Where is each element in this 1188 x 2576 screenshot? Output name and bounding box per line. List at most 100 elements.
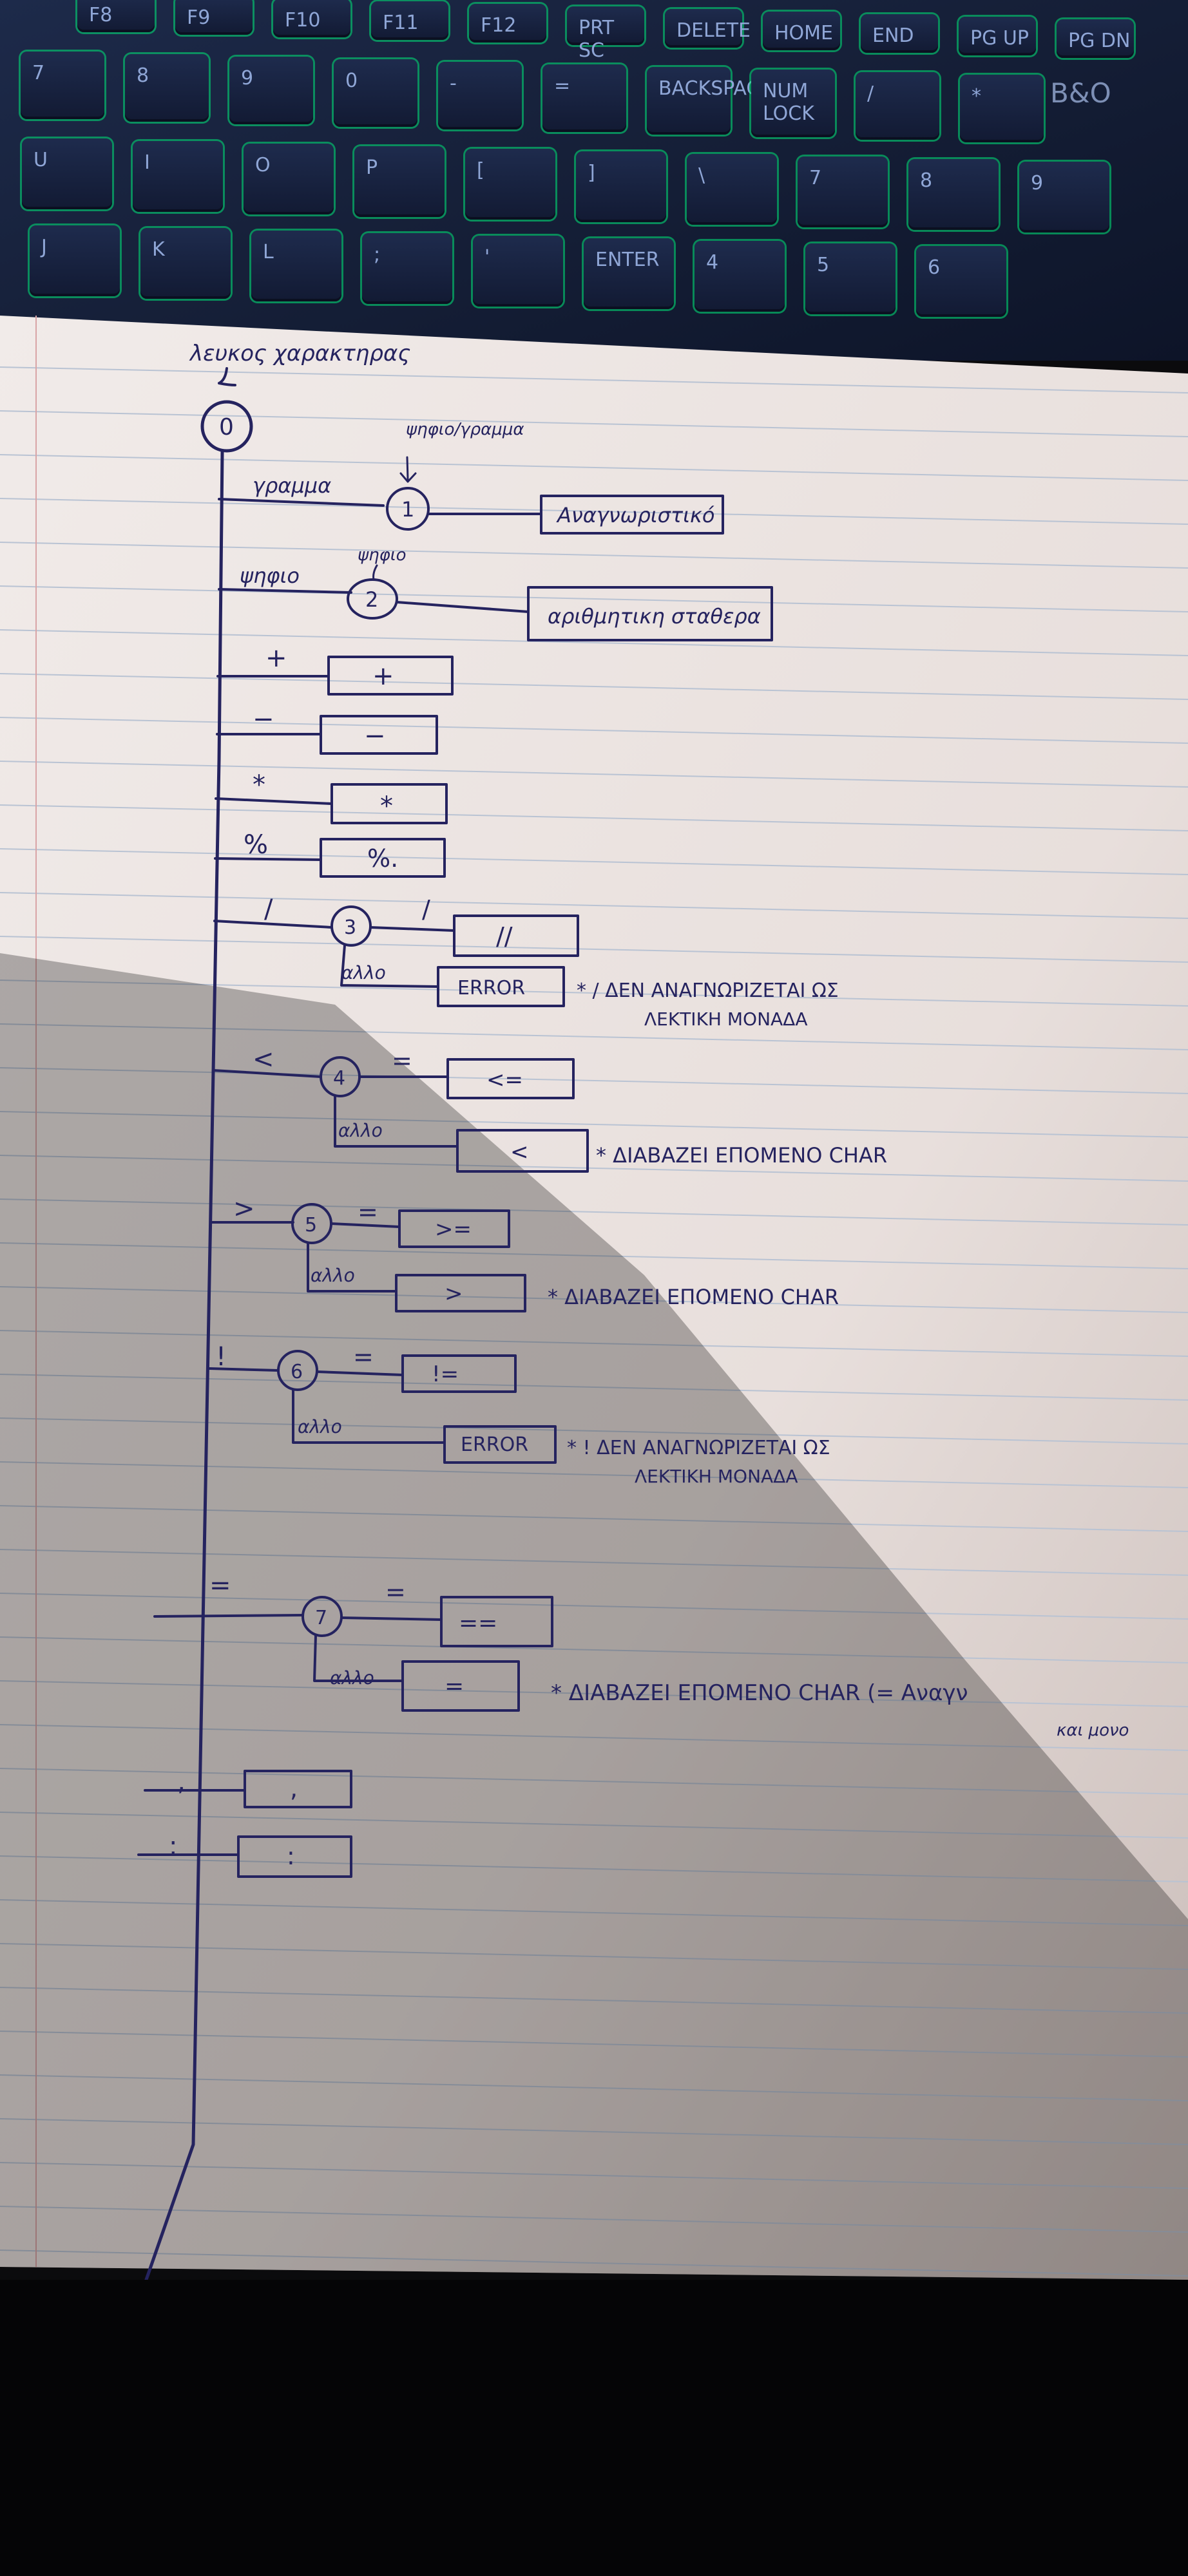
keyboard-key-label: J xyxy=(41,236,47,258)
keyboard-key: / xyxy=(856,72,939,140)
input-bang: ! xyxy=(216,1342,226,1372)
keyboard-key: HOME xyxy=(763,12,840,50)
ruled-line xyxy=(0,1374,1188,1401)
keyboard-key: ENTER xyxy=(584,238,674,309)
keyboard-key-label: HOME xyxy=(774,22,834,44)
state-6-next: = xyxy=(353,1343,374,1371)
result-le-box xyxy=(446,1058,575,1099)
keyboard-key-label: 0 xyxy=(345,70,358,92)
ruled-line xyxy=(0,1155,1188,1182)
edge-0-1 xyxy=(218,498,385,507)
result-star-box xyxy=(331,783,448,824)
edge-4-else xyxy=(334,1095,459,1148)
ruled-line xyxy=(0,1549,1188,1576)
start-label: λευκος χαρακτηρας xyxy=(189,341,410,366)
edge-5-result xyxy=(330,1222,401,1228)
keyboard-key: PG DN xyxy=(1057,19,1134,58)
keyboard-key-label: F10 xyxy=(285,9,321,32)
ruled-line xyxy=(0,366,1188,393)
note-slash-2: ΛΕΚΤΙΚΗ ΜΟΝΑΔΑ xyxy=(644,1009,808,1030)
edge-0-6 xyxy=(208,1367,280,1372)
result-less: < xyxy=(510,1139,529,1165)
ruled-line xyxy=(0,1111,1188,1138)
result-minus-box xyxy=(320,715,438,755)
result-percent-box xyxy=(320,838,446,878)
note-less: * ΔΙΑΒΑΖΕΙ ΕΠΟΜΕΝΟ CHAR xyxy=(596,1143,887,1168)
ruled-line xyxy=(0,1593,1188,1620)
keyboard-key-label: F9 xyxy=(187,6,211,29)
state-6 xyxy=(277,1350,318,1391)
keyboard-key: ] xyxy=(576,151,666,222)
keyboard-key-label: ' xyxy=(484,246,490,269)
input-digit-label: ψηφιο xyxy=(240,564,300,588)
edge-6-result xyxy=(316,1370,404,1376)
edge-star xyxy=(215,797,333,805)
input-letter-label: γραμμα xyxy=(253,473,331,498)
input-slash: / xyxy=(264,895,273,924)
ruled-line xyxy=(0,1242,1188,1269)
ruled-line xyxy=(0,761,1188,788)
result-greater-box xyxy=(395,1274,526,1312)
result-plus: + xyxy=(372,661,394,691)
state-4-else-label: αλλο xyxy=(338,1120,383,1141)
result-ne-box xyxy=(401,1354,517,1393)
keyboard-key: L xyxy=(251,231,341,301)
result-number: αριθμητικη σταθερα xyxy=(548,604,761,629)
keyboard-key: F12 xyxy=(469,4,546,43)
result-star: * xyxy=(380,791,393,821)
state-2-loop-label: ψηφιο xyxy=(358,545,407,565)
ruled-line xyxy=(0,673,1188,700)
result-percent: %. xyxy=(367,844,398,873)
keyboard-key: * xyxy=(960,75,1044,142)
keyboard-key: - xyxy=(438,62,522,129)
keyboard-key: K xyxy=(140,228,231,299)
ruled-line xyxy=(0,2031,1188,2058)
edge-0-2 xyxy=(218,588,352,594)
state-1 xyxy=(386,487,430,531)
state-1-loop-label: ψηφιο/γραμμα xyxy=(406,420,524,439)
state-2 xyxy=(347,578,398,620)
edge-percent xyxy=(214,857,322,861)
keyboard-key-label: L xyxy=(263,241,274,263)
main-trunk xyxy=(114,450,224,2369)
keyboard-key-label: F12 xyxy=(481,14,517,37)
state-6-label: 6 xyxy=(291,1361,303,1383)
input-colon: : xyxy=(169,1832,177,1861)
keyboard-key-label: 4 xyxy=(706,251,719,274)
ruled-line xyxy=(0,585,1188,612)
ruled-line xyxy=(0,1505,1188,1532)
edge-2-result xyxy=(396,601,530,613)
input-comma: , xyxy=(177,1767,186,1797)
keyboard-key: PG UP xyxy=(959,17,1036,55)
result-eq-box xyxy=(440,1596,553,1647)
desk-background xyxy=(0,2280,1188,2576)
state-5-label: 5 xyxy=(305,1214,317,1236)
state-0-label: 0 xyxy=(219,414,234,440)
result-error-slash-box xyxy=(437,966,565,1007)
state-3-label: 3 xyxy=(344,916,356,939)
result-colon: : xyxy=(287,1842,295,1870)
hand-shadow xyxy=(0,953,1188,2280)
keyboard-key: P xyxy=(354,146,445,217)
note-greater: * ΔΙΑΒΑΖΕΙ ΕΠΟΜΕΝΟ CHAR xyxy=(548,1285,839,1309)
result-identifier-box xyxy=(540,495,724,535)
result-error-slash: ERROR xyxy=(457,977,525,999)
keyboard-key: 4 xyxy=(695,241,785,312)
state-3-next: / xyxy=(422,895,430,923)
keyboard-key-label: DELETE xyxy=(676,19,751,42)
keyboard-key: = xyxy=(542,64,626,132)
state-0 xyxy=(200,400,253,453)
state-5-next: = xyxy=(358,1198,378,1226)
keyboard-key: F11 xyxy=(371,1,448,40)
ruled-line xyxy=(0,454,1188,481)
ruled-line xyxy=(0,1636,1188,1663)
keyboard-key-label: F8 xyxy=(89,4,113,26)
keyboard-key: PRT SC xyxy=(567,6,644,62)
edge-6-else xyxy=(292,1388,446,1444)
paper-sheet xyxy=(0,316,1188,2280)
result-less-box xyxy=(456,1129,589,1173)
keyboard-key-label: 8 xyxy=(137,64,149,87)
keyboard-key-label: PG DN xyxy=(1068,30,1131,52)
edge-3-else xyxy=(340,944,439,988)
